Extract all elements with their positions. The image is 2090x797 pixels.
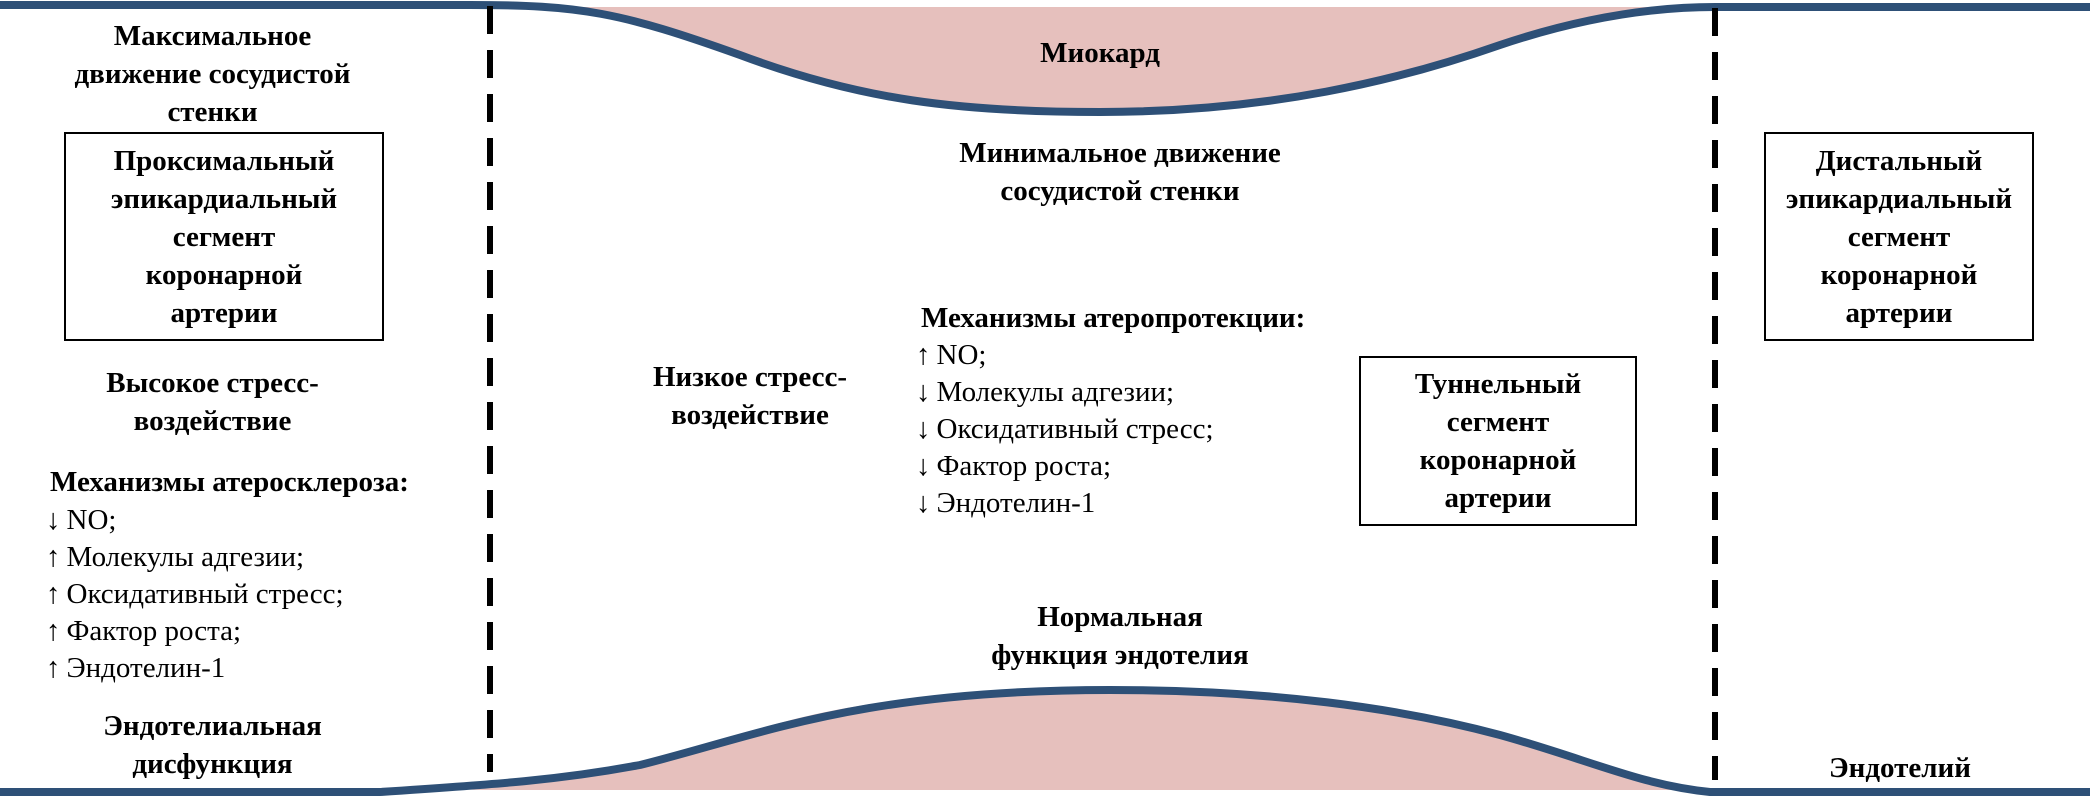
left-endothelium-label: Эндотелиальная дисфункция	[103, 710, 322, 780]
mechanism-item: ↑NO;	[916, 337, 1214, 374]
atheroprotection-mechanisms-list: ↑NO;↓Молекулы адгезии;↓Оксидативный стре…	[916, 337, 1214, 522]
right-endothelium-label: Эндотелий	[1829, 752, 1971, 784]
myocardium-region-top	[490, 7, 1710, 112]
mechanism-item: ↓Оксидативный стресс;	[916, 411, 1214, 448]
mechanism-text: Эндотелин-1	[936, 487, 1096, 519]
mechanism-item: ↓Молекулы адгезии;	[916, 374, 1214, 411]
mechanism-arrow: ↓	[916, 487, 931, 519]
mechanism-text: NO;	[66, 504, 117, 536]
mechanism-arrow: ↓	[916, 413, 931, 445]
mechanism-text: Фактор роста;	[66, 615, 242, 647]
left-stress-label: Высокое стресс- воздействие	[106, 367, 319, 437]
mechanism-arrow: ↓	[46, 504, 61, 536]
mechanism-text: Оксидативный стресс;	[66, 578, 344, 610]
mechanism-item: ↓Эндотелин-1	[916, 485, 1214, 522]
distal-segment-box: Дистальный эпикардиальный сегмент корона…	[1764, 132, 2034, 341]
middle-wall-motion-label: Минимальное движение сосудистой стенки	[959, 137, 1281, 207]
mechanism-text: Оксидативный стресс;	[936, 413, 1214, 445]
mechanism-text: Молекулы адгезии;	[936, 376, 1175, 408]
proximal-segment-box: Проксимальный эпикардиальный сегмент кор…	[64, 132, 384, 341]
mechanism-item: ↑Эндотелин-1	[46, 650, 344, 687]
mechanism-item: ↓Фактор роста;	[916, 448, 1214, 485]
vessel-wall-bottom	[0, 686, 2090, 796]
mechanism-item: ↑Молекулы адгезии;	[46, 539, 344, 576]
middle-mechanisms-title: Механизмы атеропротекции:	[921, 302, 1306, 334]
mechanism-arrow: ↑	[916, 339, 931, 371]
middle-stress-label: Низкое стресс- воздействие	[652, 361, 848, 431]
mechanism-arrow: ↓	[916, 376, 931, 408]
mechanism-text: NO;	[936, 339, 987, 371]
mechanism-arrow: ↑	[46, 615, 61, 647]
mechanism-text: Эндотелин-1	[66, 652, 226, 684]
left-wall-motion-label: Максимальное движение сосудистой стенки	[74, 20, 351, 128]
tunnel-segment-box: Туннельный сегмент коронарной артерии	[1359, 356, 1637, 526]
vessel-wall-top	[0, 1, 2090, 116]
mechanism-item: ↑Оксидативный стресс;	[46, 576, 344, 613]
middle-endothelium-label: Нормальная функция эндотелия	[991, 601, 1249, 671]
mechanism-text: Фактор роста;	[936, 450, 1112, 482]
mechanism-arrow: ↑	[46, 578, 61, 610]
mechanism-item: ↑Фактор роста;	[46, 613, 344, 650]
left-mechanisms-title: Механизмы атеросклероза:	[50, 466, 409, 498]
mechanism-item: ↓NO;	[46, 502, 344, 539]
mechanism-arrow: ↑	[46, 541, 61, 573]
mechanism-arrow: ↓	[916, 450, 931, 482]
atherosclerosis-mechanisms-list: ↓NO;↑Молекулы адгезии;↑Оксидативный стре…	[46, 502, 344, 687]
mechanism-text: Молекулы адгезии;	[66, 541, 305, 573]
mechanism-arrow: ↑	[46, 652, 61, 684]
myocardium-label: Миокард	[1040, 37, 1160, 69]
